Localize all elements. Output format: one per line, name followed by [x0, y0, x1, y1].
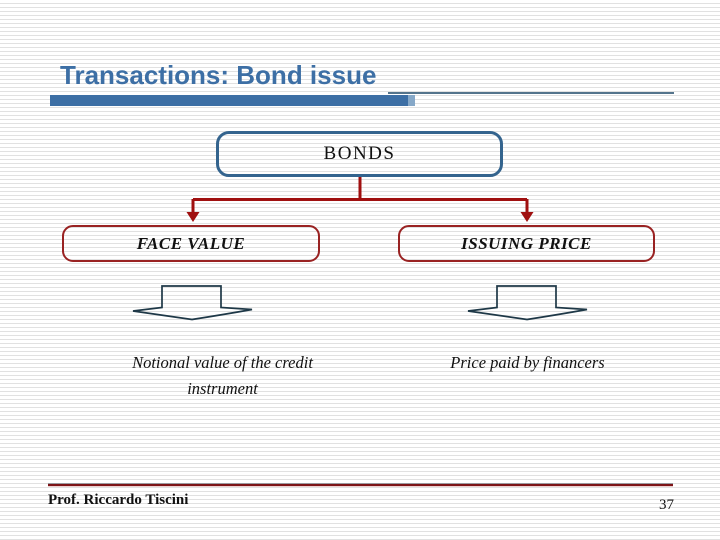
branch-caption-face-value: Notional value of the credit instrument [132, 353, 313, 398]
title-underline-bar [50, 95, 408, 106]
down-block-arrow-icon [132, 285, 253, 321]
footer-divider [48, 483, 673, 487]
branch-box-label: ISSUING PRICE [461, 233, 592, 253]
branch-box-label: FACE VALUE [136, 233, 246, 253]
page-number: 37 [659, 497, 674, 513]
diagram-root-box: BONDS [216, 131, 503, 177]
down-arrowhead-left [186, 212, 200, 222]
title-underline-bar-tip [408, 95, 415, 106]
branch-caption-issuing-price: Price paid by financers [450, 353, 605, 372]
down-block-arrow-icon [467, 285, 588, 321]
branch-box-issuing-price: ISSUING PRICE [398, 225, 655, 262]
branch-connector [186, 177, 534, 222]
title-underline-thin [388, 92, 674, 94]
down-arrowhead-right [520, 212, 534, 222]
branch-box-face-value: FACE VALUE [62, 225, 320, 262]
footer-author: Prof. Riccardo Tiscini [48, 492, 189, 508]
diagram-root-label: BONDS [323, 143, 396, 164]
slide-title: Transactions: Bond issue [60, 60, 377, 90]
